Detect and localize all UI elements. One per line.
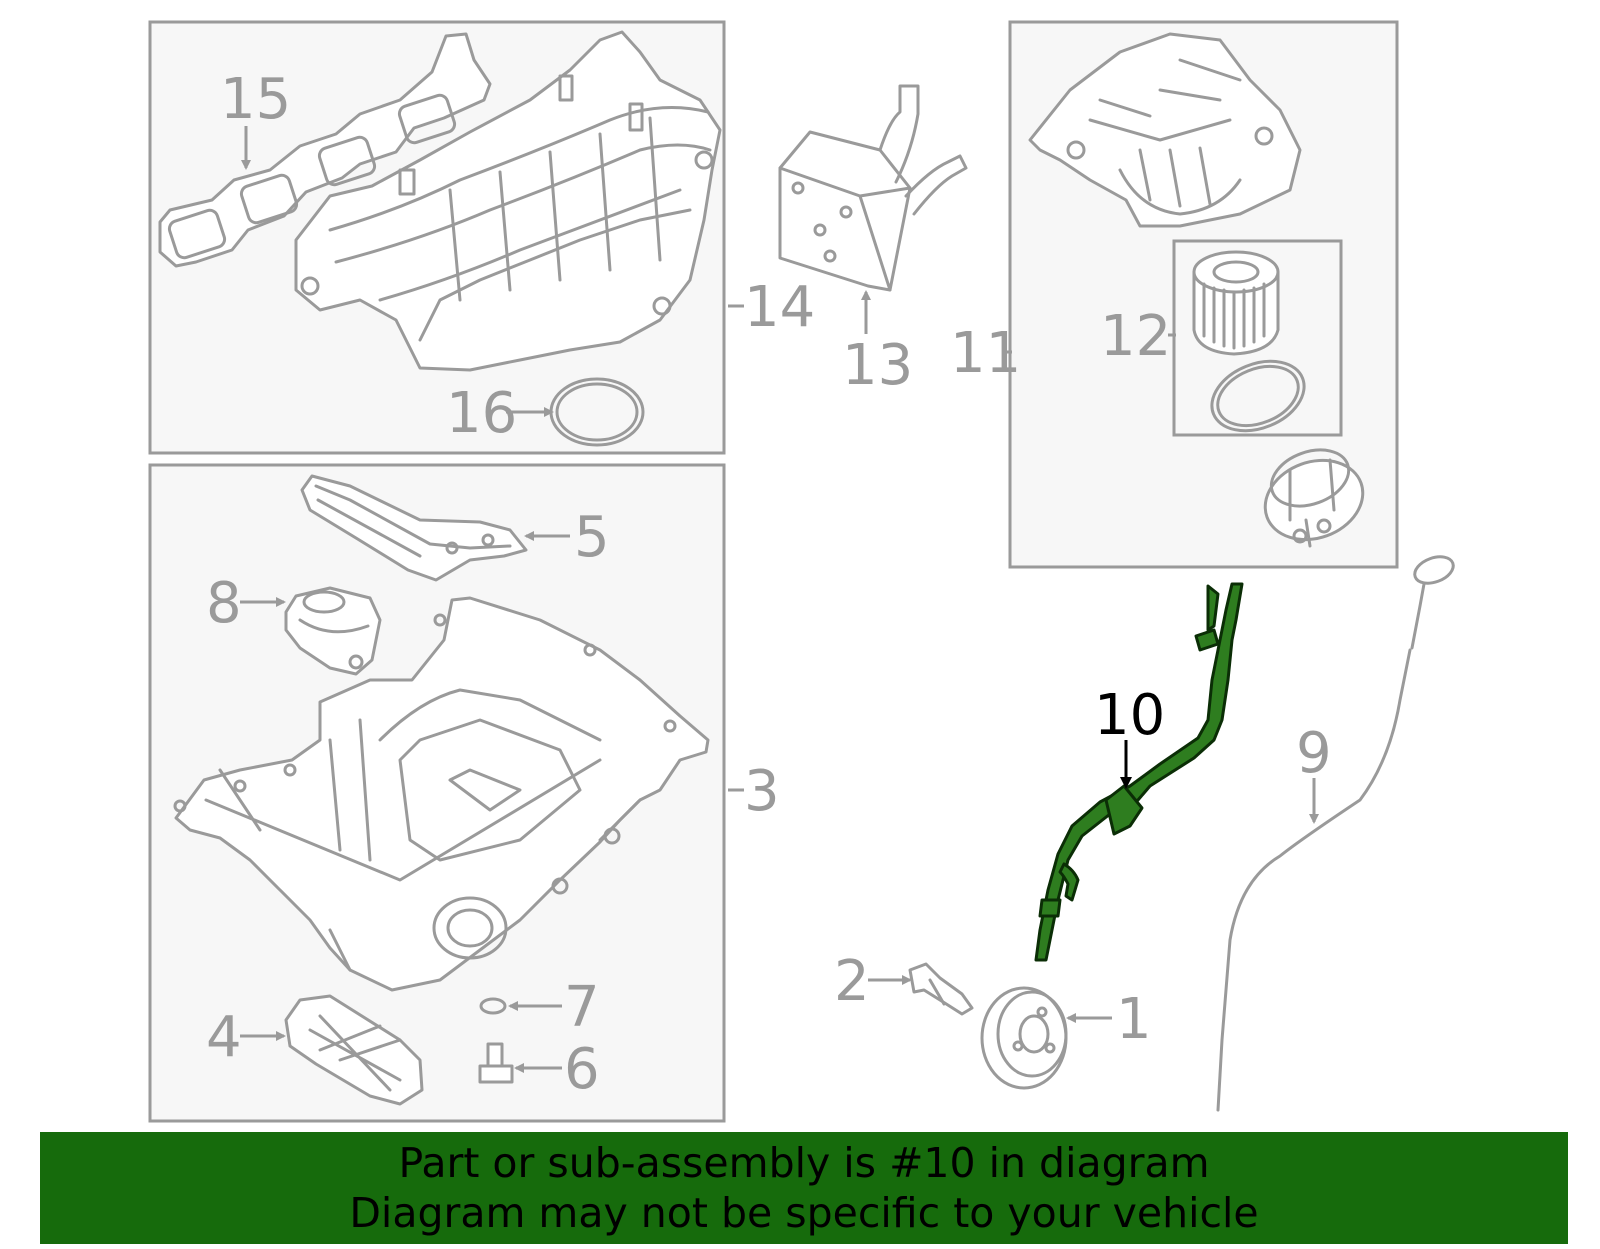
callout-1: 1 [1116, 987, 1152, 1052]
banner-line-1: Part or sub-assembly is #10 in diagram [398, 1139, 1210, 1187]
dipstick[interactable] [1216, 552, 1457, 1112]
callout-7: 7 [564, 975, 600, 1040]
callout-14: 14 [744, 275, 815, 340]
callout-3: 3 [744, 759, 780, 824]
callout-13: 13 [842, 333, 913, 398]
callout-8: 8 [206, 571, 242, 636]
dipstick-tube[interactable] [1034, 582, 1244, 962]
oil-pan[interactable] [173, 596, 710, 992]
callout-11: 11 [950, 321, 1021, 386]
oil-cooler[interactable] [778, 84, 968, 292]
callout-15: 15 [220, 67, 291, 132]
callout-10: 10 [1094, 683, 1165, 748]
callout-4: 4 [206, 1005, 242, 1070]
info-banner: Part or sub-assembly is #10 in diagram D… [40, 1132, 1568, 1244]
drain-plug[interactable] [478, 1042, 514, 1084]
oil-filter-housing[interactable] [1028, 32, 1302, 228]
callout-9: 9 [1296, 721, 1332, 786]
callout-5: 5 [574, 505, 610, 570]
oil-filter-element[interactable] [1192, 250, 1314, 444]
drain-plug-washer[interactable] [479, 997, 507, 1015]
oil-filter-cap[interactable] [1254, 440, 1374, 553]
pan-cover-plate[interactable] [284, 994, 424, 1106]
banner-line-2: Diagram may not be specific to your vehi… [349, 1189, 1259, 1237]
pulley[interactable] [980, 986, 1068, 1090]
callout-12: 12 [1100, 304, 1171, 369]
pan-baffle[interactable] [300, 474, 528, 582]
intake-manifold[interactable] [294, 30, 722, 372]
intake-gasket[interactable] [158, 32, 492, 268]
callout-2: 2 [834, 949, 870, 1014]
callout-6: 6 [564, 1037, 600, 1102]
pulley-bolt[interactable] [908, 962, 974, 1016]
callout-16: 16 [446, 381, 517, 446]
oil-pickup[interactable] [284, 586, 382, 676]
